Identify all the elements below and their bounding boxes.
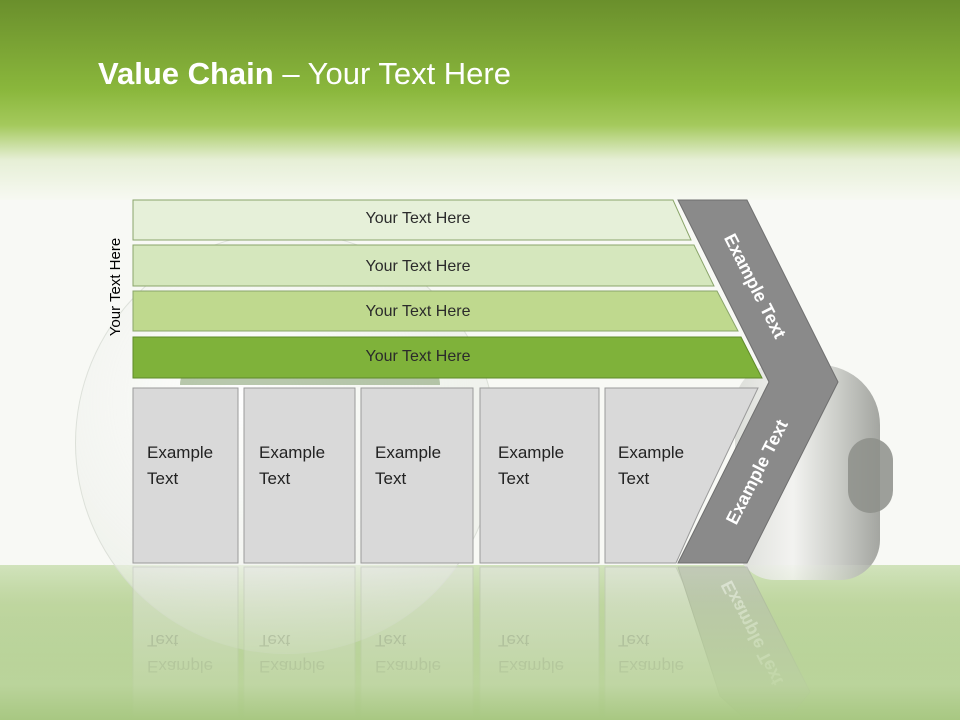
diagram-reflection: Example Text Example Text Example Text E… bbox=[0, 565, 960, 720]
reflection-fade bbox=[0, 565, 960, 720]
activity-box-2-text: Example Text bbox=[259, 440, 325, 492]
activity-box-3-line2: Text bbox=[375, 469, 407, 488]
activity-box-5-line1: Example bbox=[618, 443, 685, 462]
title-rest: – Your Text Here bbox=[273, 56, 511, 91]
support-bar-1-label: Your Text Here bbox=[365, 210, 471, 227]
activity-box-5-line2: Text bbox=[618, 469, 650, 488]
activity-box-1[interactable] bbox=[132, 387, 239, 564]
support-bar-2-label: Your Text Here bbox=[365, 258, 471, 275]
activity-box-1-line1: Example bbox=[147, 443, 214, 462]
margin-chevron[interactable] bbox=[677, 199, 839, 564]
activity-box-1-line2: Text bbox=[147, 469, 179, 488]
activity-box-3-line1: Example bbox=[375, 443, 442, 462]
header-background bbox=[0, 0, 960, 200]
support-bar-3[interactable] bbox=[132, 290, 739, 332]
support-bar-2[interactable] bbox=[132, 244, 715, 287]
support-bar-1[interactable] bbox=[132, 199, 692, 241]
activity-box-2-line1: Example bbox=[259, 443, 326, 462]
support-bar-4-label: Your Text Here bbox=[365, 348, 471, 365]
activity-box-2-line2: Text bbox=[259, 469, 291, 488]
activity-box-5[interactable] bbox=[604, 387, 759, 564]
activity-box-4[interactable] bbox=[479, 387, 600, 564]
support-bar-4[interactable] bbox=[132, 336, 763, 379]
activity-box-5-text: Example Text bbox=[618, 440, 684, 492]
activity-box-3[interactable] bbox=[360, 387, 474, 564]
activity-box-4-line1: Example bbox=[498, 443, 565, 462]
activity-box-2[interactable] bbox=[243, 387, 356, 564]
activity-box-4-text: Example Text bbox=[498, 440, 564, 492]
title-bold: Value Chain bbox=[98, 56, 274, 91]
activity-box-3-text: Example Text bbox=[375, 440, 441, 492]
lightbulb-tip-image bbox=[848, 438, 893, 513]
activity-box-4-line2: Text bbox=[498, 469, 530, 488]
slide-title[interactable]: Value Chain – Your Text Here bbox=[98, 52, 511, 96]
support-bar-3-label: Your Text Here bbox=[365, 303, 471, 320]
activity-box-1-text: Example Text bbox=[147, 440, 213, 492]
